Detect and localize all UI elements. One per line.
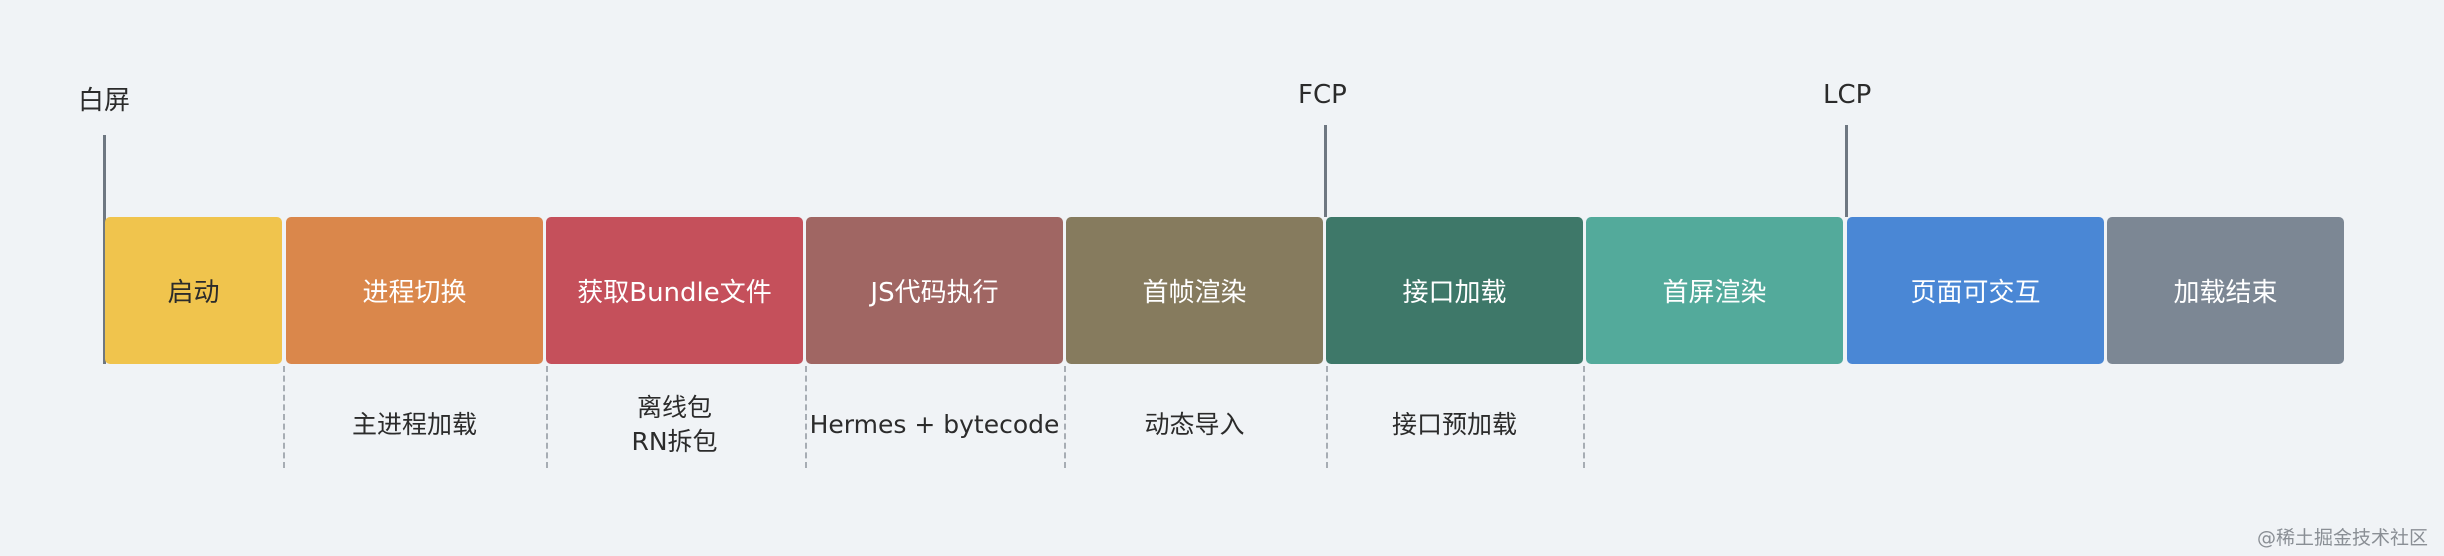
marker-label-fcp: FCP: [1298, 80, 1347, 110]
note-fetch-bundle: 离线包 RN拆包: [546, 380, 803, 470]
note-first-frame-render: 动态导入: [1066, 380, 1323, 470]
note-api-loading: 接口预加载: [1326, 380, 1583, 470]
stage-page-interactive: 页面可交互: [1847, 217, 2104, 364]
stage-load-complete: 加载结束: [2107, 217, 2344, 364]
dash-separator: [805, 366, 807, 468]
marker-line-lcp: [1845, 125, 1848, 217]
stage-startup: 启动: [105, 217, 282, 364]
dash-separator: [1064, 366, 1066, 468]
stage-first-screen-render: 首屏渲染: [1586, 217, 1843, 364]
note-text: 动态导入: [1144, 410, 1245, 439]
dash-separator: [1583, 366, 1585, 468]
marker-label-white-screen: 白屏: [78, 86, 131, 116]
dash-separator: [1326, 366, 1328, 468]
marker-line-fcp: [1324, 125, 1327, 217]
watermark: @稀土掘金技术社区: [2256, 527, 2428, 549]
note-process-switch: 主进程加载: [286, 380, 543, 470]
note-text-line1: 离线包: [636, 393, 712, 422]
stage-first-frame-render: 首帧渲染: [1066, 217, 1323, 364]
stage-process-switch: 进程切换: [286, 217, 543, 364]
marker-label-lcp: LCP: [1823, 80, 1872, 110]
note-text-line2: RN拆包: [631, 427, 718, 456]
stage-api-loading: 接口加载: [1326, 217, 1583, 364]
note-text: Hermes + bytecode: [809, 410, 1060, 439]
note-text: 接口预加载: [1391, 410, 1517, 439]
dash-separator: [546, 366, 548, 468]
note-text: 主进程加载: [351, 410, 477, 439]
note-js-execution: Hermes + bytecode: [806, 380, 1063, 470]
stage-js-execution: JS代码执行: [806, 217, 1063, 364]
marker-line-white-screen: [103, 135, 106, 364]
stage-fetch-bundle: 获取Bundle文件: [546, 217, 803, 364]
dash-separator: [283, 366, 285, 468]
